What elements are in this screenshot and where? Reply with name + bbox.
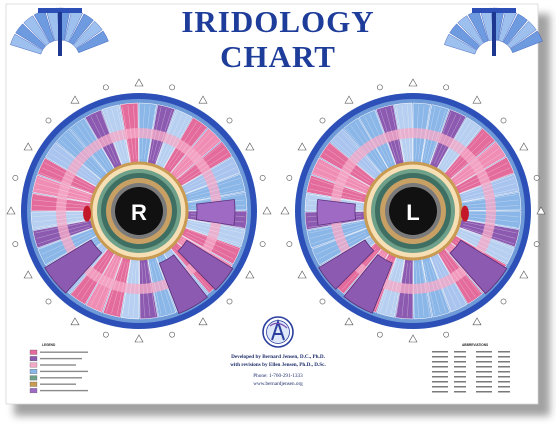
- clock-circle-marker: [103, 332, 108, 337]
- abbreviation-cell: [432, 366, 448, 368]
- clock-circle-marker: [103, 85, 108, 90]
- heart-marker: [461, 206, 469, 222]
- legend-swatch: [30, 369, 37, 374]
- abbreviation-cell: [498, 361, 510, 363]
- abbreviation-cell: [476, 371, 492, 373]
- abbreviation-cell: [454, 366, 466, 368]
- clock-circle-marker: [534, 175, 539, 180]
- credit-revisions: with revisions by Ellen Jensen, Ph.D., D…: [230, 362, 326, 368]
- abbreviation-cell: [432, 351, 448, 353]
- abbreviation-cell: [498, 351, 510, 353]
- abbreviation-cell: [454, 391, 466, 393]
- abbreviation-cell: [498, 366, 510, 368]
- clock-circle-marker: [501, 299, 506, 304]
- clock-circle-marker: [260, 175, 265, 180]
- abbreviation-cell: [432, 386, 448, 388]
- legend-swatch: [30, 382, 37, 387]
- jensen-logo: [263, 317, 293, 347]
- clock-circle-marker: [444, 332, 449, 337]
- abbreviation-cell: [476, 361, 492, 363]
- abbreviation-cell: [476, 381, 492, 383]
- legend-swatch: [30, 376, 37, 381]
- clock-circle-marker: [287, 175, 292, 180]
- chart-title-line1: IRIDOLOGY: [181, 4, 374, 39]
- clock-circle-marker: [13, 242, 18, 247]
- clock-circle-marker: [377, 85, 382, 90]
- clock-circle-marker: [46, 299, 51, 304]
- legend-swatch: [30, 363, 37, 368]
- abbreviation-cell: [432, 381, 448, 383]
- abbreviation-cell: [454, 351, 466, 353]
- mini-chart-spine: [58, 12, 62, 56]
- chart-title-line2: CHART: [220, 39, 336, 74]
- clock-circle-marker: [170, 85, 175, 90]
- abbreviation-cell: [498, 386, 510, 388]
- credit-phone: Phone: 1-760-291-1333: [253, 373, 303, 379]
- clock-circle-marker: [170, 332, 175, 337]
- abbreviation-cell: [476, 391, 492, 393]
- clock-circle-marker: [287, 242, 292, 247]
- abbreviation-cell: [432, 391, 448, 393]
- abbreviation-cell: [432, 376, 448, 378]
- clock-circle-marker: [320, 118, 325, 123]
- clock-circle-marker: [13, 175, 18, 180]
- abbreviation-cell: [476, 366, 492, 368]
- legend-text-line: [40, 352, 88, 353]
- clock-circle-marker: [534, 242, 539, 247]
- abbreviation-cell: [454, 376, 466, 378]
- mini-chart-spine: [492, 12, 496, 56]
- abbreviation-cell: [476, 386, 492, 388]
- legend-text-line: [40, 364, 76, 365]
- clock-circle-marker: [320, 299, 325, 304]
- abbreviations-heading: ABBREVIATIONS: [462, 343, 488, 347]
- legend-text-line: [40, 384, 76, 385]
- abbreviation-cell: [432, 371, 448, 373]
- legend-swatch: [30, 350, 37, 355]
- abbreviation-cell: [476, 356, 492, 358]
- clock-circle-marker: [260, 242, 265, 247]
- abbreviation-cell: [498, 391, 510, 393]
- abbreviation-cell: [432, 356, 448, 358]
- legend-heading: LEGEND: [42, 343, 56, 347]
- abbreviation-cell: [454, 381, 466, 383]
- clock-circle-marker: [501, 118, 506, 123]
- clock-circle-marker: [227, 299, 232, 304]
- clock-circle-marker: [46, 118, 51, 123]
- credit-website: www.bernardjensen.org: [253, 381, 303, 387]
- abbreviation-cell: [432, 361, 448, 363]
- credit-developer: Developed by Bernard Jensen, D.C., Ph.D.: [231, 354, 326, 360]
- abbreviation-cell: [454, 371, 466, 373]
- legend-text-line: [40, 377, 82, 378]
- legend-text-line: [40, 390, 88, 391]
- abbreviation-cell: [454, 386, 466, 388]
- abbreviation-cell: [454, 356, 466, 358]
- abbreviation-cell: [476, 351, 492, 353]
- abbreviation-cell: [498, 371, 510, 373]
- abbreviation-cell: [498, 381, 510, 383]
- abbreviation-cell: [498, 356, 510, 358]
- abbreviation-cell: [454, 361, 466, 363]
- clock-circle-marker: [444, 85, 449, 90]
- clock-circle-marker: [227, 118, 232, 123]
- legend-text-line: [40, 358, 82, 359]
- iris-label-left: L: [406, 200, 419, 225]
- legend-text-line: [40, 371, 88, 372]
- abbreviation-cell: [476, 376, 492, 378]
- heart-marker: [83, 206, 91, 222]
- clock-circle-marker: [377, 332, 382, 337]
- iris-label-right: R: [131, 200, 147, 225]
- legend-swatch: [30, 388, 37, 393]
- abbreviation-cell: [498, 376, 510, 378]
- legend-swatch: [30, 356, 37, 361]
